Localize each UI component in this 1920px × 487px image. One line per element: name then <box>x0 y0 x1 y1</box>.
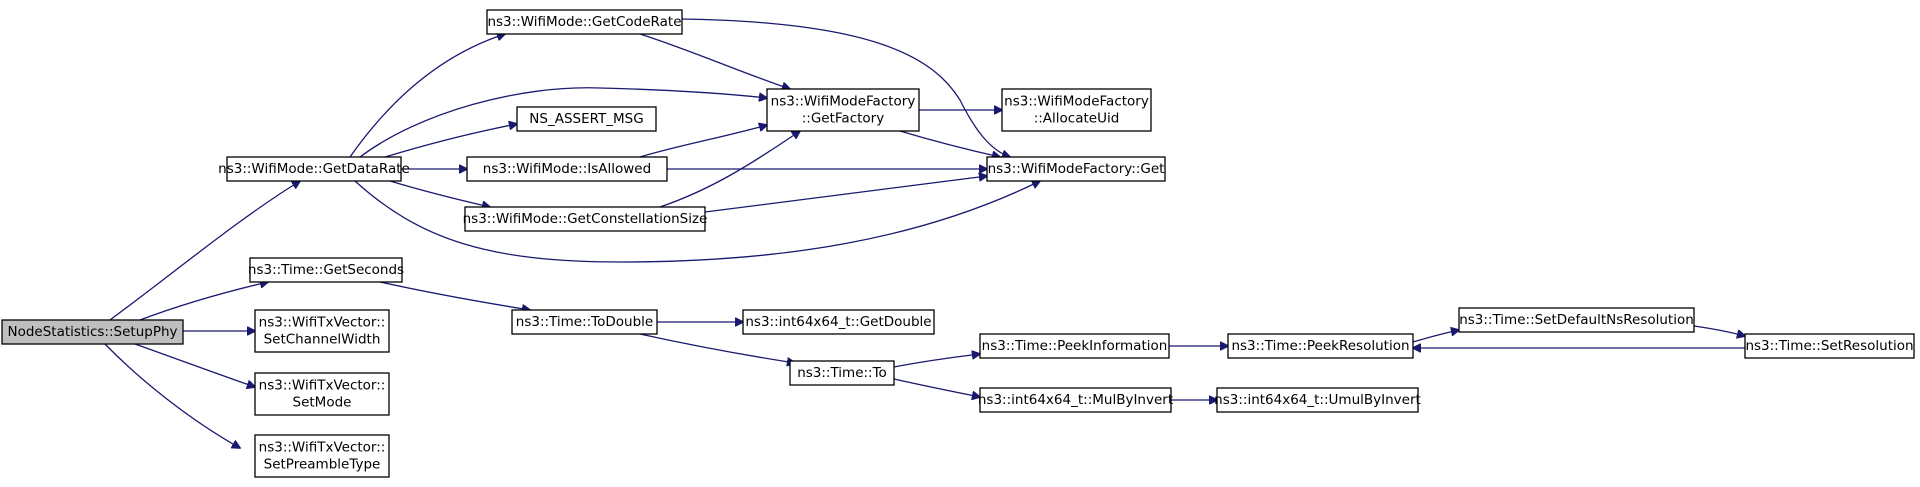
node-get-code-rate[interactable]: ns3::WifiMode::GetCodeRate <box>486 9 683 35</box>
node-box <box>249 257 403 283</box>
node-box <box>789 360 895 386</box>
nodes-layer: NodeStatistics::SetupPhy ns3::WifiMode::G… <box>1 9 1915 478</box>
node-box <box>464 206 706 232</box>
node-set-mode[interactable]: ns3::WifiTxVector::SetMode <box>254 372 390 416</box>
node-box <box>979 387 1172 413</box>
node-box <box>511 309 658 335</box>
node-get-seconds[interactable]: ns3::Time::GetSeconds <box>248 257 404 283</box>
node-box <box>516 106 657 132</box>
node-factory-get[interactable]: ns3::WifiModeFactory::Get <box>986 156 1166 182</box>
edge-to-double-to-time-to <box>639 333 795 363</box>
node-box <box>254 309 390 353</box>
node-box <box>742 309 935 335</box>
node-set-channel-width[interactable]: ns3::WifiTxVector::SetChannelWidth <box>254 309 390 353</box>
edge-is-allowed-to-get-factory <box>639 125 767 158</box>
node-box <box>1458 307 1695 333</box>
node-mul-by-invert[interactable]: ns3::int64x64_t::MulByInvert <box>978 387 1173 413</box>
node-setup-phy[interactable]: NodeStatistics::SetupPhy <box>1 319 184 345</box>
edge-get-data-rate-to-get-code-rate <box>349 34 505 158</box>
edge-get-factory-to-factory-get <box>899 130 1000 157</box>
edge-setup-phy-to-set-mode <box>134 343 255 387</box>
node-label: ns3::Time::SetDefaultNsResolution <box>1459 312 1694 328</box>
edge-get-seconds-to-to-double <box>379 281 530 310</box>
node-box <box>1216 387 1419 413</box>
node-is-allowed[interactable]: ns3::WifiMode::IsAllowed <box>466 156 668 182</box>
node-label: ns3::int64x64_t::MulByInvert <box>978 392 1173 408</box>
node-label: ns3::Time::ToDouble <box>516 314 653 330</box>
node-box <box>1227 333 1414 359</box>
node-label: ns3::WifiTxVector:: <box>259 378 386 394</box>
node-label: ns3::WifiMode::GetConstellationSize <box>463 211 708 227</box>
edge-get-constellation-size-to-get-factory <box>659 131 800 208</box>
node-box <box>254 434 390 478</box>
node-box <box>486 9 683 35</box>
node-box <box>986 156 1166 182</box>
node-label: ::GetFactory <box>802 111 884 127</box>
node-label: ns3::WifiTxVector:: <box>259 440 386 456</box>
node-label: ns3::Time::GetSeconds <box>248 262 404 278</box>
edge-get-constellation-size-to-factory-get <box>704 176 987 213</box>
node-label: NodeStatistics::SetupPhy <box>7 324 177 340</box>
node-box <box>466 156 668 182</box>
node-label: ns3::WifiModeFactory <box>771 94 916 110</box>
node-box <box>226 156 402 182</box>
node-label: ns3::Time::SetResolution <box>1745 338 1913 354</box>
node-ns-assert-msg[interactable]: NS_ASSERT_MSG <box>516 106 657 132</box>
node-label: ns3::Time::PeekResolution <box>1231 338 1409 354</box>
node-box <box>1 319 184 345</box>
node-to-double[interactable]: ns3::Time::ToDouble <box>511 309 658 335</box>
node-label: ns3::int64x64_t::UmulByInvert <box>1214 392 1421 408</box>
node-peek-information[interactable]: ns3::Time::PeekInformation <box>979 333 1170 359</box>
node-get-factory[interactable]: ns3::WifiModeFactory::GetFactory <box>766 88 920 132</box>
node-allocate-uid[interactable]: ns3::WifiModeFactory::AllocateUid <box>1001 88 1152 132</box>
node-label: ns3::Time::To <box>797 365 887 381</box>
node-peek-resolution[interactable]: ns3::Time::PeekResolution <box>1227 333 1414 359</box>
node-label: ns3::WifiTxVector:: <box>259 315 386 331</box>
edges-layer <box>104 18 1745 448</box>
edge-get-data-rate-to-factory-get <box>354 181 1040 263</box>
node-label: ns3::WifiModeFactory::Get <box>988 161 1165 177</box>
edge-set-default-ns-resolution-to-set-resolution <box>1693 325 1745 336</box>
edge-get-data-rate-to-ns-assert-msg <box>384 124 517 158</box>
node-time-to[interactable]: ns3::Time::To <box>789 360 895 386</box>
edge-get-data-rate-to-get-constellation-size <box>389 180 490 207</box>
edge-get-code-rate-to-factory-get <box>681 18 1010 157</box>
node-label: ns3::int64x64_t::GetDouble <box>745 314 931 330</box>
node-label: SetChannelWidth <box>264 332 381 348</box>
node-box <box>1001 88 1152 132</box>
edge-peek-resolution-to-set-default-ns-resolution <box>1412 330 1459 343</box>
node-label: SetPreambleType <box>264 457 381 473</box>
edge-setup-phy-to-set-preamble-type <box>104 343 240 448</box>
node-box <box>254 372 390 416</box>
node-set-preamble-type[interactable]: ns3::WifiTxVector::SetPreambleType <box>254 434 390 478</box>
node-label: ns3::WifiMode::GetDataRate <box>218 161 410 177</box>
node-label: NS_ASSERT_MSG <box>529 111 643 127</box>
node-label: ::AllocateUid <box>1034 111 1120 127</box>
edge-get-code-rate-to-get-factory <box>639 33 790 89</box>
node-set-resolution[interactable]: ns3::Time::SetResolution <box>1744 333 1915 359</box>
node-label: ns3::WifiMode::GetCodeRate <box>487 14 681 30</box>
node-set-default-ns-resolution[interactable]: ns3::Time::SetDefaultNsResolution <box>1458 307 1695 333</box>
node-label: ns3::WifiMode::IsAllowed <box>483 161 651 177</box>
edge-time-to-to-mul-by-invert <box>893 378 980 397</box>
node-label: SetMode <box>293 395 352 411</box>
node-label: ns3::WifiModeFactory <box>1004 94 1149 110</box>
node-get-constellation-size[interactable]: ns3::WifiMode::GetConstellationSize <box>463 206 708 232</box>
edge-get-data-rate-to-get-factory <box>359 87 767 158</box>
node-get-double[interactable]: ns3::int64x64_t::GetDouble <box>742 309 935 335</box>
node-box <box>1744 333 1915 359</box>
node-umul-by-invert[interactable]: ns3::int64x64_t::UmulByInvert <box>1214 387 1421 413</box>
edge-setup-phy-to-get-seconds <box>139 282 268 321</box>
node-get-data-rate[interactable]: ns3::WifiMode::GetDataRate <box>218 156 410 182</box>
node-box <box>766 88 920 132</box>
node-label: ns3::Time::PeekInformation <box>982 338 1168 354</box>
edge-time-to-to-peek-information <box>893 354 980 368</box>
edge-setup-phy-to-get-data-rate <box>109 181 300 321</box>
node-box <box>979 333 1170 359</box>
